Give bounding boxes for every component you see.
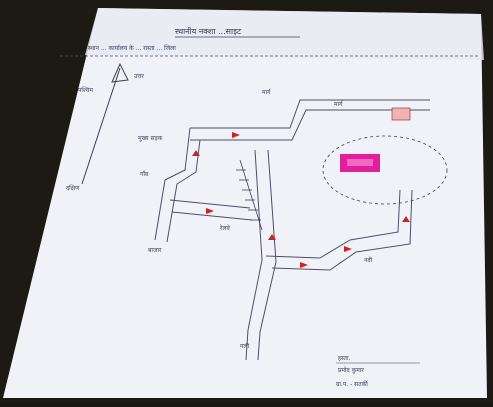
building-marker bbox=[391, 107, 411, 121]
paper-sheet bbox=[3, 8, 487, 398]
map-label-3: गाँव bbox=[140, 170, 149, 178]
signature-line-3: ग्रा.प. - सतर्की bbox=[336, 380, 368, 388]
signature-line-2: प्रमोद कुमार bbox=[338, 366, 364, 374]
map-label-7: नदी bbox=[364, 256, 373, 264]
site-boundary bbox=[322, 135, 448, 205]
map-label-8: गली bbox=[240, 342, 249, 350]
map-label-2: मार्ग bbox=[334, 100, 344, 108]
route-arrows bbox=[192, 132, 410, 268]
compass-arrow-icon bbox=[81, 62, 129, 185]
paper-shade bbox=[85, 8, 484, 60]
subheading-line: स्थान ... कार्यालय के ... रास्ता ... जिल… bbox=[88, 44, 176, 52]
railway-track bbox=[236, 159, 263, 231]
map-label-6: रेलवे bbox=[219, 224, 230, 232]
compass-south-label: दक्षिण bbox=[66, 184, 80, 192]
signature-line-1: हस्ता. bbox=[338, 355, 350, 362]
compass-north-label: उत्तर bbox=[134, 73, 144, 80]
map-label-5: बाजार bbox=[148, 247, 162, 254]
map-label-1: मार्ग bbox=[262, 88, 272, 96]
site-highlight-label bbox=[347, 159, 373, 166]
road-network bbox=[154, 99, 430, 361]
compass-west-label: पश्चिम bbox=[78, 86, 93, 94]
map-label-4: मुख्य सड़क bbox=[138, 135, 163, 142]
document-title: स्थानीय नक्शा ...साइट bbox=[175, 26, 242, 36]
